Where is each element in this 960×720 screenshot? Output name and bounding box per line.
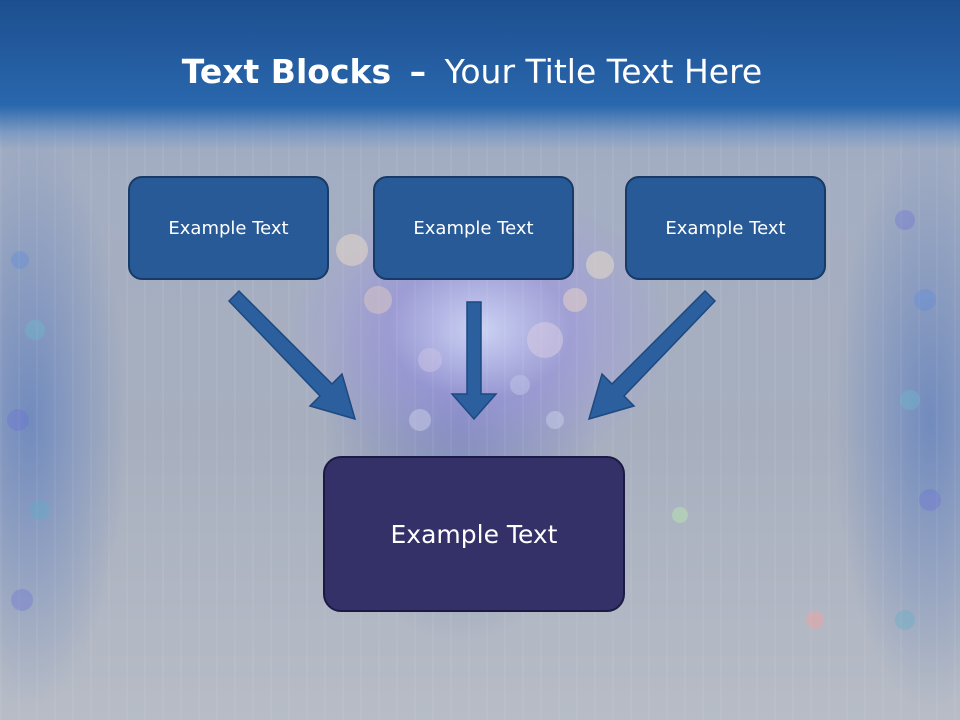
title-rest: Your Title Text Here [444,52,763,91]
text-box-bottom-label: Example Text [390,519,558,549]
text-box-top-right-label: Example Text [665,217,786,239]
text-box-top-center-label: Example Text [413,217,534,239]
arrow-center [450,301,498,421]
arrow-left [227,289,357,421]
text-box-top-left-label: Example Text [168,217,289,239]
text-box-top-center[interactable]: Example Text [373,176,574,280]
title-bar [0,0,960,150]
slide-title: Text Blocks – Your Title Text Here [0,52,944,91]
title-dash: – [409,52,427,91]
text-box-top-left[interactable]: Example Text [128,176,329,280]
title-bold: Text Blocks [181,52,392,91]
text-box-top-right[interactable]: Example Text [625,176,826,280]
arrow-right [587,289,717,421]
text-box-bottom[interactable]: Example Text [323,456,625,612]
